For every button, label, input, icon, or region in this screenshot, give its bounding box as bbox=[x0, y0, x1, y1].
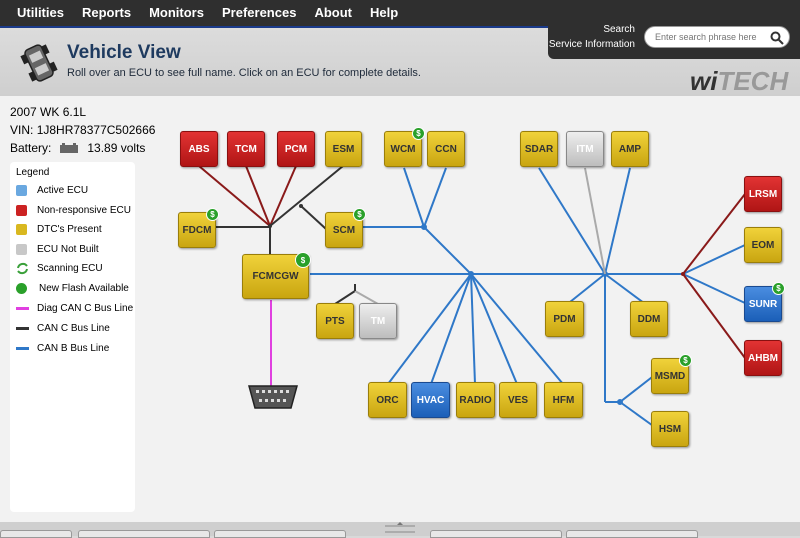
vin-value: 1J8HR78377C502666 bbox=[36, 123, 156, 137]
dtc-swatch bbox=[16, 223, 27, 235]
ecu-fdcm[interactable]: FDCM$ bbox=[178, 208, 219, 248]
bottom-tab[interactable] bbox=[566, 530, 698, 538]
menu-monitors[interactable]: Monitors bbox=[149, 5, 204, 20]
battery-voltage: 13.89 volts bbox=[87, 141, 146, 155]
legend-can-c: CAN C Bus Line bbox=[16, 320, 110, 336]
new-flash-icon: $ bbox=[412, 127, 425, 140]
search-label: Search bbox=[603, 24, 635, 35]
ecu-tcm[interactable]: TCM bbox=[227, 131, 265, 167]
legend-panel: Legend Active ECU Non-responsive ECU DTC… bbox=[10, 162, 135, 512]
ecu-fcmcgw[interactable]: FCMCGW$ bbox=[242, 252, 311, 299]
resize-handle-icon[interactable] bbox=[383, 522, 417, 536]
ecu-ccn[interactable]: CCN bbox=[427, 131, 465, 167]
menu-help[interactable]: Help bbox=[369, 5, 399, 20]
ecu-ves[interactable]: VES bbox=[499, 382, 537, 418]
vehicle-vin: VIN: 1J8HR78377C502666 bbox=[10, 123, 155, 137]
ecu-hsm[interactable]: HSM bbox=[651, 411, 689, 447]
ecu-sdar[interactable]: SDAR bbox=[520, 131, 558, 167]
diag-line-swatch bbox=[16, 306, 29, 310]
wiTECH-logo: wiTECH bbox=[690, 66, 789, 96]
battery-label: Battery: bbox=[10, 141, 52, 155]
canc-line-swatch bbox=[16, 326, 29, 330]
menu-preferences[interactable]: Preferences bbox=[221, 5, 297, 20]
ecu-amp[interactable]: AMP bbox=[611, 131, 649, 167]
bottom-tab[interactable] bbox=[430, 530, 562, 538]
ecu-lrsm[interactable]: LRSM bbox=[744, 176, 782, 212]
active-swatch bbox=[16, 184, 27, 196]
ecu-hvac[interactable]: HVAC bbox=[411, 382, 450, 418]
bottom-bar bbox=[0, 522, 800, 538]
ecu-esm[interactable]: ESM bbox=[325, 131, 362, 167]
legend-scanning: Scanning ECU bbox=[16, 260, 103, 276]
ecu-radio[interactable]: RADIO bbox=[456, 382, 495, 418]
search-input[interactable] bbox=[644, 26, 790, 48]
service-info-label: Service Information bbox=[548, 39, 635, 50]
menu-bar: Utilities Reports Monitors Preferences A… bbox=[0, 0, 800, 28]
bottom-tab[interactable] bbox=[214, 530, 346, 538]
ecu-hfm[interactable]: HFM bbox=[544, 382, 583, 418]
ecu-ahbm[interactable]: AHBM bbox=[744, 340, 782, 376]
obd-connector-icon bbox=[248, 385, 298, 409]
new-flash-icon bbox=[16, 282, 27, 294]
battery-info: Battery: 13.89 volts bbox=[10, 141, 145, 155]
canb-line-swatch bbox=[16, 346, 29, 350]
page-subtitle: Roll over an ECU to see full name. Click… bbox=[67, 67, 421, 79]
legend-diag-can-c: Diag CAN C Bus Line bbox=[16, 300, 133, 316]
ecu-orc[interactable]: ORC bbox=[368, 382, 407, 418]
new-flash-icon: $ bbox=[679, 354, 692, 367]
ecu-tm[interactable]: TM bbox=[359, 303, 397, 339]
ecu-abs[interactable]: ABS bbox=[180, 131, 218, 167]
menu-about[interactable]: About bbox=[314, 5, 352, 20]
ecu-sunr[interactable]: SUNR$ bbox=[744, 282, 785, 322]
legend-dtc: DTC's Present bbox=[16, 221, 102, 237]
legend-notbuilt: ECU Not Built bbox=[16, 241, 99, 257]
ecu-pcm[interactable]: PCM bbox=[277, 131, 315, 167]
legend-title: Legend bbox=[16, 167, 50, 178]
scanning-icon bbox=[17, 262, 28, 274]
search-icon[interactable] bbox=[770, 31, 784, 45]
bottom-tab[interactable] bbox=[0, 530, 72, 538]
vehicle-view-area: 2007 WK 6.1L VIN: 1J8HR78377C502666 Batt… bbox=[0, 96, 800, 522]
ecu-scm[interactable]: SCM$ bbox=[325, 208, 366, 248]
legend-can-b: CAN B Bus Line bbox=[16, 340, 109, 356]
new-flash-icon: $ bbox=[206, 208, 219, 221]
page-title: Vehicle View bbox=[67, 42, 181, 63]
ecu-eom[interactable]: EOM bbox=[744, 227, 782, 263]
new-flash-icon: $ bbox=[353, 208, 366, 221]
legend-nonresponsive: Non-responsive ECU bbox=[16, 202, 131, 218]
nonresponsive-swatch bbox=[16, 204, 27, 216]
legend-newflash: New Flash Available bbox=[16, 280, 129, 296]
ecu-itm[interactable]: ITM bbox=[566, 131, 604, 167]
search-panel: Search Service Information bbox=[548, 20, 800, 59]
bottom-tab[interactable] bbox=[78, 530, 210, 538]
bus-network-diagram bbox=[198, 165, 746, 429]
menu-reports[interactable]: Reports bbox=[81, 5, 132, 20]
vehicle-icon bbox=[20, 44, 58, 82]
ecu-ddm[interactable]: DDM bbox=[630, 301, 668, 337]
menu-utilities[interactable]: Utilities bbox=[17, 5, 64, 20]
vin-label: VIN: bbox=[10, 123, 34, 137]
notbuilt-swatch bbox=[16, 243, 27, 255]
ecu-pdm[interactable]: PDM bbox=[545, 301, 584, 337]
ecu-pts[interactable]: PTS bbox=[316, 303, 354, 339]
ecu-msmd[interactable]: MSMD$ bbox=[651, 354, 692, 394]
vehicle-model: 2007 WK 6.1L bbox=[10, 105, 87, 119]
new-flash-icon: $ bbox=[295, 252, 311, 268]
new-flash-icon: $ bbox=[772, 282, 785, 295]
legend-active: Active ECU bbox=[16, 182, 88, 198]
ecu-wcm[interactable]: WCM$ bbox=[384, 127, 425, 167]
battery-icon bbox=[60, 143, 79, 153]
